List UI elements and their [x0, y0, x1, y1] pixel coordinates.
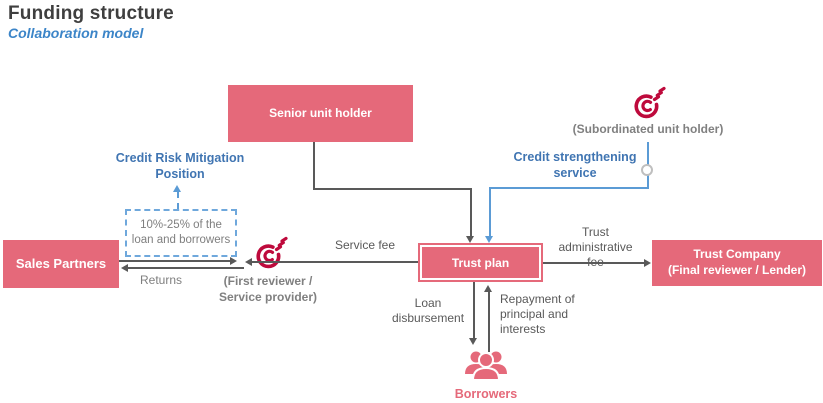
node-subordinated-unit-holder-label: (Subordinated unit holder) [572, 122, 724, 136]
connector-senior-drop [470, 188, 472, 236]
returns-label: Returns [140, 273, 183, 287]
page-title: Funding structure [8, 3, 174, 24]
node-trust-plan-inner: Trust plan [422, 247, 539, 278]
arrowhead-mitigation-up [173, 185, 181, 192]
repayment-label: Repayment of principal and interests [500, 292, 575, 336]
arrowhead-senior-into-trust [466, 236, 474, 243]
mitigation-note-box: 10%-25% of the loan and borrowers [125, 209, 237, 257]
node-first-reviewer-label: (First reviewer / Service provider) [218, 274, 318, 304]
connector-credit-vertical [489, 187, 491, 236]
arrowhead-service-fee [245, 257, 252, 266]
node-trust-company: Trust Company (Final reviewer / Lender) [652, 240, 822, 286]
trust-admin-fee-label: Trust administrative fee [558, 225, 633, 269]
node-senior-unit-holder-label: Senior unit holder [269, 105, 372, 120]
credit-risk-mitigation-label: Credit Risk Mitigation Position [115, 151, 245, 181]
loan-disbursement-label: Loan disbursement [392, 296, 465, 325]
connector-junction-node [641, 164, 653, 176]
node-sales-partners-label: Sales Partners [15, 255, 107, 271]
connector-trust-admin-fee [543, 262, 644, 264]
connector-returns [128, 267, 244, 269]
node-borrowers-label: Borrowers [454, 387, 518, 401]
connector-mitigation-dashed [177, 192, 179, 209]
connector-senior-horizontal [313, 188, 472, 190]
node-trust-plan-label: Trust plan [451, 255, 510, 270]
arrowhead-credit-into-trust [485, 236, 493, 243]
credit-strengthening-label: Credit strengthening service [513, 150, 637, 180]
company-logo-icon [252, 236, 288, 272]
connector-loan-disbursement [473, 282, 475, 339]
node-senior-unit-holder: Senior unit holder [228, 85, 413, 142]
arrowhead-loan-disbursement [469, 338, 477, 345]
company-logo-icon [630, 86, 666, 122]
page-subtitle: Collaboration model [8, 25, 144, 41]
node-sales-partners: Sales Partners [3, 240, 119, 288]
node-trust-plan: Trust plan [418, 243, 543, 282]
arrowhead-returns [121, 263, 128, 272]
connector-credit-horizontal [489, 187, 649, 189]
connector-service-fee [252, 261, 418, 263]
arrowhead-trust-admin-fee [644, 258, 651, 267]
arrowhead-to-reviewer [230, 256, 237, 265]
borrowers-icon [460, 347, 512, 387]
service-fee-label: Service fee [334, 238, 396, 252]
node-trust-company-label: Trust Company (Final reviewer / Lender) [667, 247, 807, 277]
arrowhead-repayment [484, 285, 492, 292]
connector-sales-to-reviewer [119, 260, 230, 262]
mitigation-note-text: 10%-25% of the loan and borrowers [131, 219, 231, 246]
connector-senior-vertical [313, 142, 315, 190]
connector-repayment [488, 292, 490, 352]
